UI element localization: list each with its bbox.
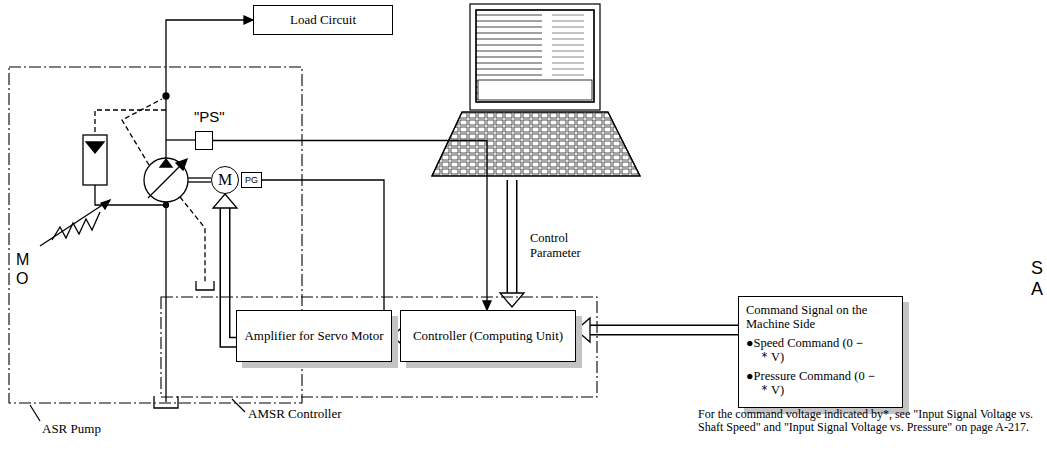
arrow-head [101,200,110,209]
command-item: ●Pressure Command (0－＊V) [746,369,878,397]
wire [213,141,487,305]
pressure-sensor: "PS" [195,131,213,150]
spring-symbol [52,212,100,240]
node-label: PG [245,175,258,185]
pressure-line [165,66,166,158]
shaft [188,177,211,178]
pilot-line [122,99,162,165]
node-label: ASR Pump [42,421,101,437]
flow-label: Control Parameter [530,231,600,261]
arrow-head [244,16,253,24]
arrow-body [225,206,236,342]
arrow-head [176,159,187,170]
command-signal-box: Command Signal on the Machine Side ●Speed… [738,296,903,408]
footnote-text: For the command voltage indicated by*, s… [698,408,1046,434]
signal-arrow [576,318,738,342]
arrow-body [588,325,738,336]
arrow-head [576,318,590,342]
connector [166,16,253,66]
pilot-line [95,110,166,135]
port-label: O [16,270,28,288]
leader-line [232,399,245,412]
connector [213,141,491,311]
hollow-arrow [500,180,524,307]
adjust-arrow [40,200,110,246]
amplifier-box: Amplifier for Servo Motor [236,310,392,362]
cut-off-letter: A [1031,279,1043,300]
connector [262,180,384,310]
node-label: AMSR Controller [248,406,342,422]
sensor-line [166,139,195,140]
valve-symbol [83,135,107,185]
pump-outlet-mark [160,159,172,167]
arrow-head [213,194,237,208]
node-label: Load Circuit [290,12,356,28]
wire [166,20,247,66]
leader-line [30,405,40,421]
drain-line [180,197,205,284]
port-label: M [16,251,29,269]
node-label: "PS" [194,108,225,125]
shaft [188,181,211,182]
arrow-head [483,301,491,310]
arrow-body [588,326,738,334]
node-label: M [218,171,232,189]
tank-symbol [154,396,178,408]
controller-box: Controller (Computing Unit) [400,310,576,362]
junction-dot [163,93,169,99]
tank-symbol [196,281,214,290]
cut-off-letter: S [1031,258,1043,279]
node-label: Controller (Computing Unit) [413,328,563,344]
suction-line [165,202,166,402]
hydraulic-symbols [30,66,245,421]
arrow-body [225,206,236,342]
pulse-generator-box: PG [241,172,262,188]
load-circuit-box: Load Circuit [253,5,393,35]
valve-arrow [86,142,104,153]
wire [262,180,384,310]
node-label: Amplifier for Servo Motor [244,328,383,344]
servo-motor-circle: M [211,166,239,194]
laptop-icon [432,4,640,176]
junction-dot [164,203,169,208]
command-item: ●Speed Command (0－＊V) [746,336,878,364]
controller-region: AMSR ControllerAmplifier for Servo Motor… [160,296,598,398]
node-label: Command Signal on the Machine Side [746,303,896,331]
variable-arrow [148,164,182,198]
pump-symbol [144,158,188,202]
signal-arrow [213,194,237,342]
